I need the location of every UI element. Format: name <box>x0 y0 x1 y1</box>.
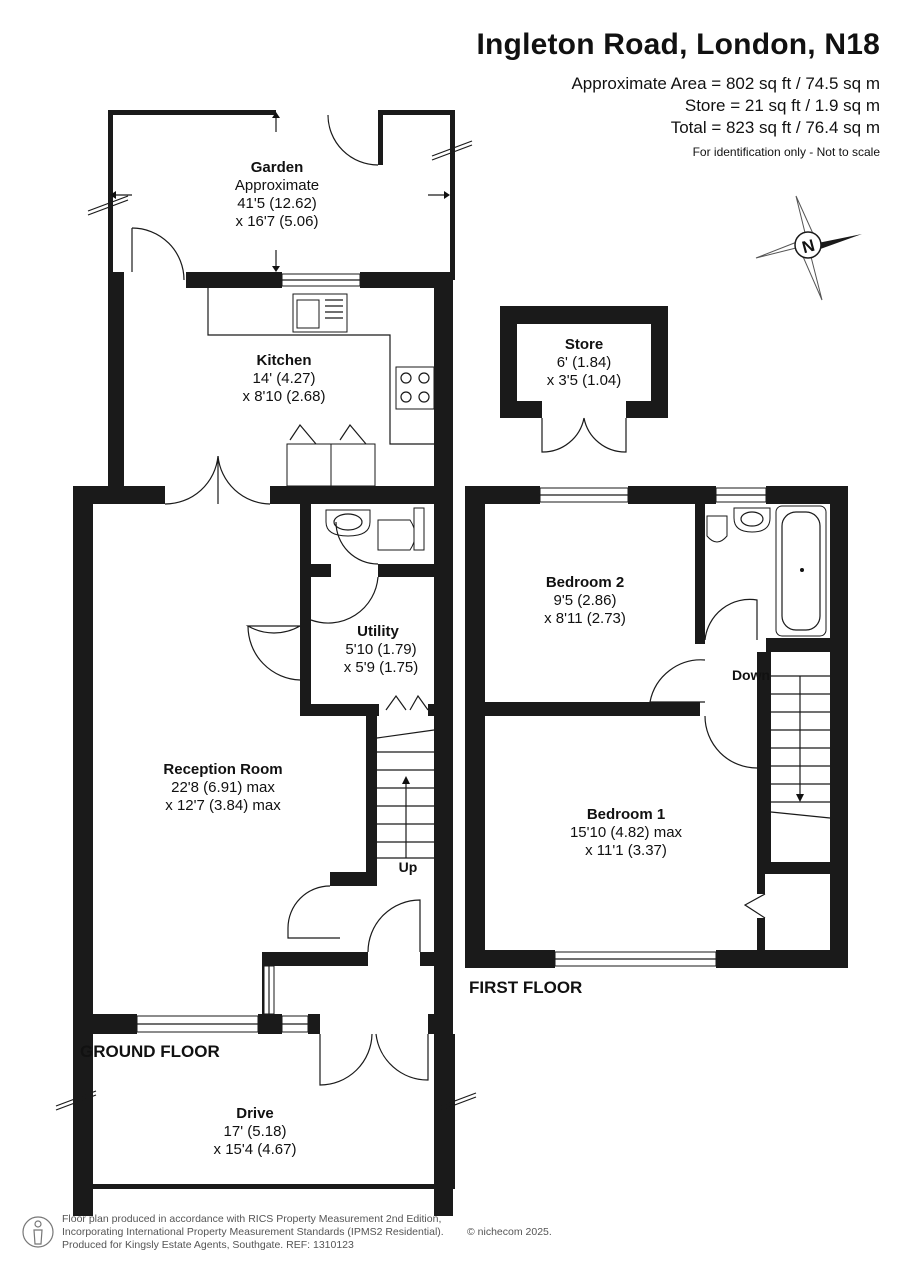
svg-text:x 3'5 (1.04): x 3'5 (1.04) <box>547 372 622 389</box>
ground-floor-label: GROUND FLOOR <box>80 1042 220 1061</box>
footer-notes: Floor plan produced in accordance with R… <box>62 1213 444 1252</box>
room-label-utility: Utility 5'10 (1.79) x 5'9 (1.75) <box>344 623 419 676</box>
svg-text:6' (1.84): 6' (1.84) <box>557 354 612 371</box>
stairs-up-label: Up <box>399 859 418 875</box>
svg-text:x 11'1 (3.37): x 11'1 (3.37) <box>585 842 667 859</box>
bedroom2-door <box>649 659 706 703</box>
store-area: Store = 21 sq ft / 1.9 sq m <box>684 96 880 115</box>
room-label-bedroom1: Bedroom 1 15'10 (4.82) max x 11'1 (3.37) <box>570 806 683 859</box>
compass-letter: N <box>800 236 817 258</box>
utility-door <box>245 625 301 634</box>
total-area: Total = 823 sq ft / 76.4 sq m <box>670 118 880 137</box>
stairs-down-label: Down <box>732 667 770 683</box>
svg-text:Utility: Utility <box>357 623 399 640</box>
compass-icon: N <box>755 195 862 301</box>
svg-text:x 12'7 (3.84) max: x 12'7 (3.84) max <box>165 797 281 814</box>
first-floor-label: FIRST FLOOR <box>469 978 582 997</box>
first-floor-stairs <box>770 675 831 819</box>
copyright: © nichecom 2025. <box>467 1226 552 1238</box>
room-label-bedroom2: Bedroom 2 9'5 (2.86) x 8'11 (2.73) <box>544 574 626 627</box>
footer-line-1: Floor plan produced in accordance with R… <box>62 1213 442 1225</box>
svg-text:Bedroom 1: Bedroom 1 <box>587 806 665 823</box>
footer-line-3: Produced for Kingsly Estate Agents, Sout… <box>62 1239 354 1251</box>
svg-text:x 8'10 (2.68): x 8'10 (2.68) <box>243 388 326 405</box>
disclaimer: For identification only - Not to scale <box>692 145 880 159</box>
svg-text:9'5 (2.86): 9'5 (2.86) <box>554 592 617 609</box>
front-double-door <box>319 1033 373 1086</box>
svg-text:x 8'11 (2.73): x 8'11 (2.73) <box>544 610 626 627</box>
svg-text:41'5 (12.62): 41'5 (12.62) <box>237 195 317 212</box>
first-floor-walls <box>465 486 848 968</box>
room-label-garden: Garden Approximate 41'5 (12.62) x 16'7 (… <box>235 159 319 230</box>
svg-text:Bedroom 2: Bedroom 2 <box>546 574 624 591</box>
hall-door <box>287 885 340 939</box>
svg-text:14' (4.27): 14' (4.27) <box>253 370 316 387</box>
svg-text:Reception Room: Reception Room <box>163 761 282 778</box>
reception-double-door <box>164 455 219 505</box>
bathroom-fittings <box>704 505 827 641</box>
svg-text:x 5'9 (1.75): x 5'9 (1.75) <box>344 659 419 676</box>
approximate-area: Approximate Area = 802 sq ft / 74.5 sq m <box>571 74 880 93</box>
svg-text:Drive: Drive <box>236 1105 274 1122</box>
plan-title: Ingleton Road, London, N18 <box>476 28 880 61</box>
ipms-logo-icon <box>22 1216 54 1248</box>
room-label-drive: Drive 17' (5.18) x 15'4 (4.67) <box>214 1105 297 1158</box>
svg-text:17' (5.18): 17' (5.18) <box>224 1123 287 1140</box>
ground-floor-stairs <box>376 729 435 859</box>
room-label-kitchen: Kitchen 14' (4.27) x 8'10 (2.68) <box>243 352 326 405</box>
room-label-store: Store 6' (1.84) x 3'5 (1.04) <box>547 336 622 389</box>
ground-floor-walls <box>73 272 455 1216</box>
svg-text:Kitchen: Kitchen <box>256 352 311 369</box>
wc-fittings <box>325 507 425 565</box>
svg-text:x 15'4 (4.67): x 15'4 (4.67) <box>214 1141 297 1158</box>
svg-text:x 16'7 (5.06): x 16'7 (5.06) <box>236 213 319 230</box>
room-label-reception: Reception Room 22'8 (6.91) max x 12'7 (3… <box>163 761 282 814</box>
svg-text:22'8 (6.91) max: 22'8 (6.91) max <box>171 779 275 796</box>
svg-text:5'10 (1.79): 5'10 (1.79) <box>345 641 416 658</box>
svg-text:15'10 (4.82) max: 15'10 (4.82) max <box>570 824 683 841</box>
footer-line-2: Incorporating International Property Mea… <box>62 1226 444 1238</box>
svg-text:Store: Store <box>565 336 603 353</box>
kitchen-fittings <box>207 288 435 487</box>
garden-area <box>87 110 473 281</box>
svg-text:Approximate: Approximate <box>235 177 319 194</box>
store-walls <box>500 306 668 453</box>
svg-text:Garden: Garden <box>251 159 304 176</box>
